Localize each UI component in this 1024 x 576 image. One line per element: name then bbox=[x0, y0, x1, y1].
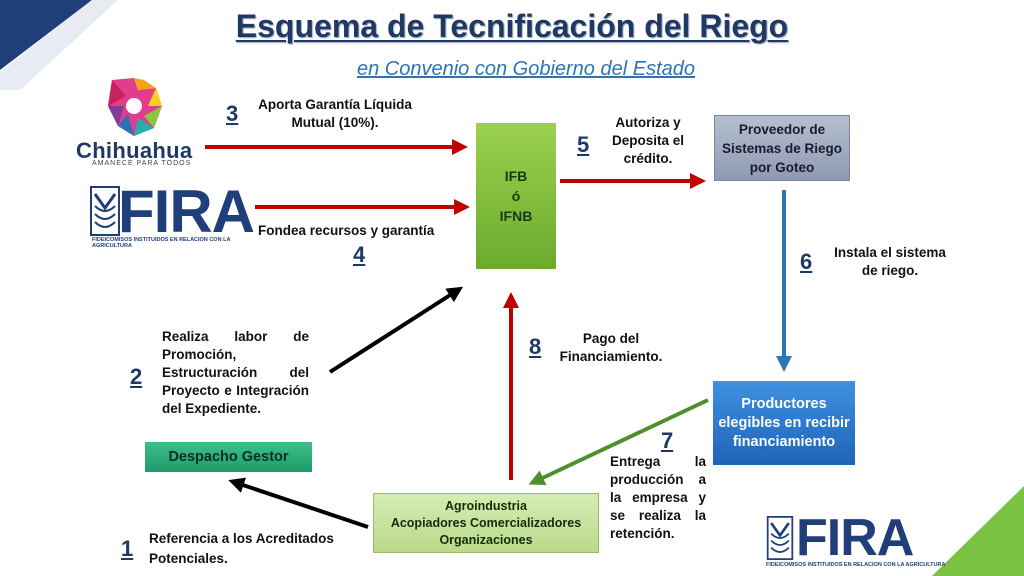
page-title: Esquema de Tecnificación del Riego bbox=[235, 8, 789, 44]
step-number-1: 1 bbox=[121, 536, 134, 561]
arrow-step-2 bbox=[328, 286, 464, 374]
despacho-gestor-node: Despacho Gestor bbox=[145, 442, 312, 472]
agroindustria-line-2: Acopiadores Comercializadores bbox=[390, 515, 582, 530]
corner-decoration-top-left bbox=[0, 0, 118, 90]
fira-logo-icon bbox=[90, 186, 120, 236]
ifb-node-line-1: IFB bbox=[504, 168, 528, 184]
step-label-2: Realiza labor de Promoción, Estructuraci… bbox=[162, 329, 309, 416]
agroindustria-node: Agroindustria Acopiadores Comercializado… bbox=[373, 493, 599, 553]
page-subtitle: en Convenio con Gobierno del Estado bbox=[356, 58, 695, 80]
fira-logo-tagline-footer: FIDEICOMISOS INSTITUIDOS EN RELACION CON… bbox=[766, 562, 946, 568]
fira-logo-name: FIRA bbox=[118, 178, 255, 245]
chihuahua-logo-tagline: AMANECE PARA TODOS bbox=[92, 160, 192, 167]
step-label-7: Entrega la producción a la empresa y se … bbox=[610, 454, 706, 541]
ifb-node: IFB ó IFNB bbox=[476, 123, 556, 269]
agroindustria-line-3: Organizaciones bbox=[439, 532, 533, 547]
proveedor-node: Proveedor de Sistemas de Riego por Goteo bbox=[714, 115, 850, 181]
ifb-node-line-2: ó bbox=[511, 188, 521, 204]
step-number-5: 5 bbox=[577, 132, 590, 157]
step-number-7: 7 bbox=[661, 428, 674, 453]
step-label-3: Aporta Garantía Líquida Mutual (10%). bbox=[258, 97, 412, 130]
ifb-node-line-3: IFNB bbox=[499, 208, 533, 224]
step-number-8: 8 bbox=[529, 334, 542, 359]
arrow-step-1 bbox=[228, 477, 369, 529]
chihuahua-logo-name: Chihuahua bbox=[76, 138, 193, 163]
fira-logo-tagline: FIDEICOMISOS INSTITUIDOS EN RELACION CON… bbox=[92, 237, 231, 249]
step-label-1: Referencia a los Acreditados Potenciales… bbox=[149, 531, 334, 566]
step-number-6: 6 bbox=[800, 249, 813, 274]
step-number-2: 2 bbox=[130, 364, 143, 389]
agroindustria-line-1: Agroindustria bbox=[445, 498, 527, 513]
step-label-6: Instala el sistema de riego. bbox=[834, 245, 946, 278]
fira-logo-name-footer: FIRA bbox=[796, 509, 914, 567]
step-number-4: 4 bbox=[353, 242, 366, 267]
step-number-3: 3 bbox=[226, 101, 239, 126]
corner-decoration-bottom-right bbox=[932, 486, 1024, 576]
productores-node: Productores elegibles en recibir financi… bbox=[713, 381, 855, 465]
arrow-step-7 bbox=[528, 398, 709, 485]
fira-logo-icon bbox=[766, 516, 794, 560]
step-label-4: Fondea recursos y garantía bbox=[258, 223, 435, 238]
step-label-8: Pago del Financiamiento. bbox=[559, 331, 663, 364]
chihuahua-logo-icon bbox=[108, 78, 162, 136]
step-label-5: Autoriza y Deposita el crédito. bbox=[611, 115, 685, 166]
